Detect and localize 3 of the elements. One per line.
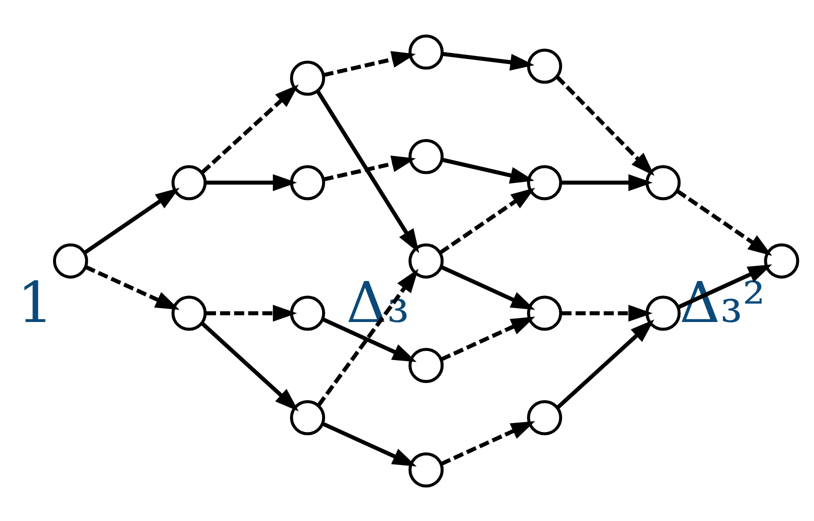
- node-label: 1: [18, 270, 54, 336]
- node-label: Δ₃: [346, 270, 410, 336]
- node-label: Δ₃²: [680, 270, 766, 336]
